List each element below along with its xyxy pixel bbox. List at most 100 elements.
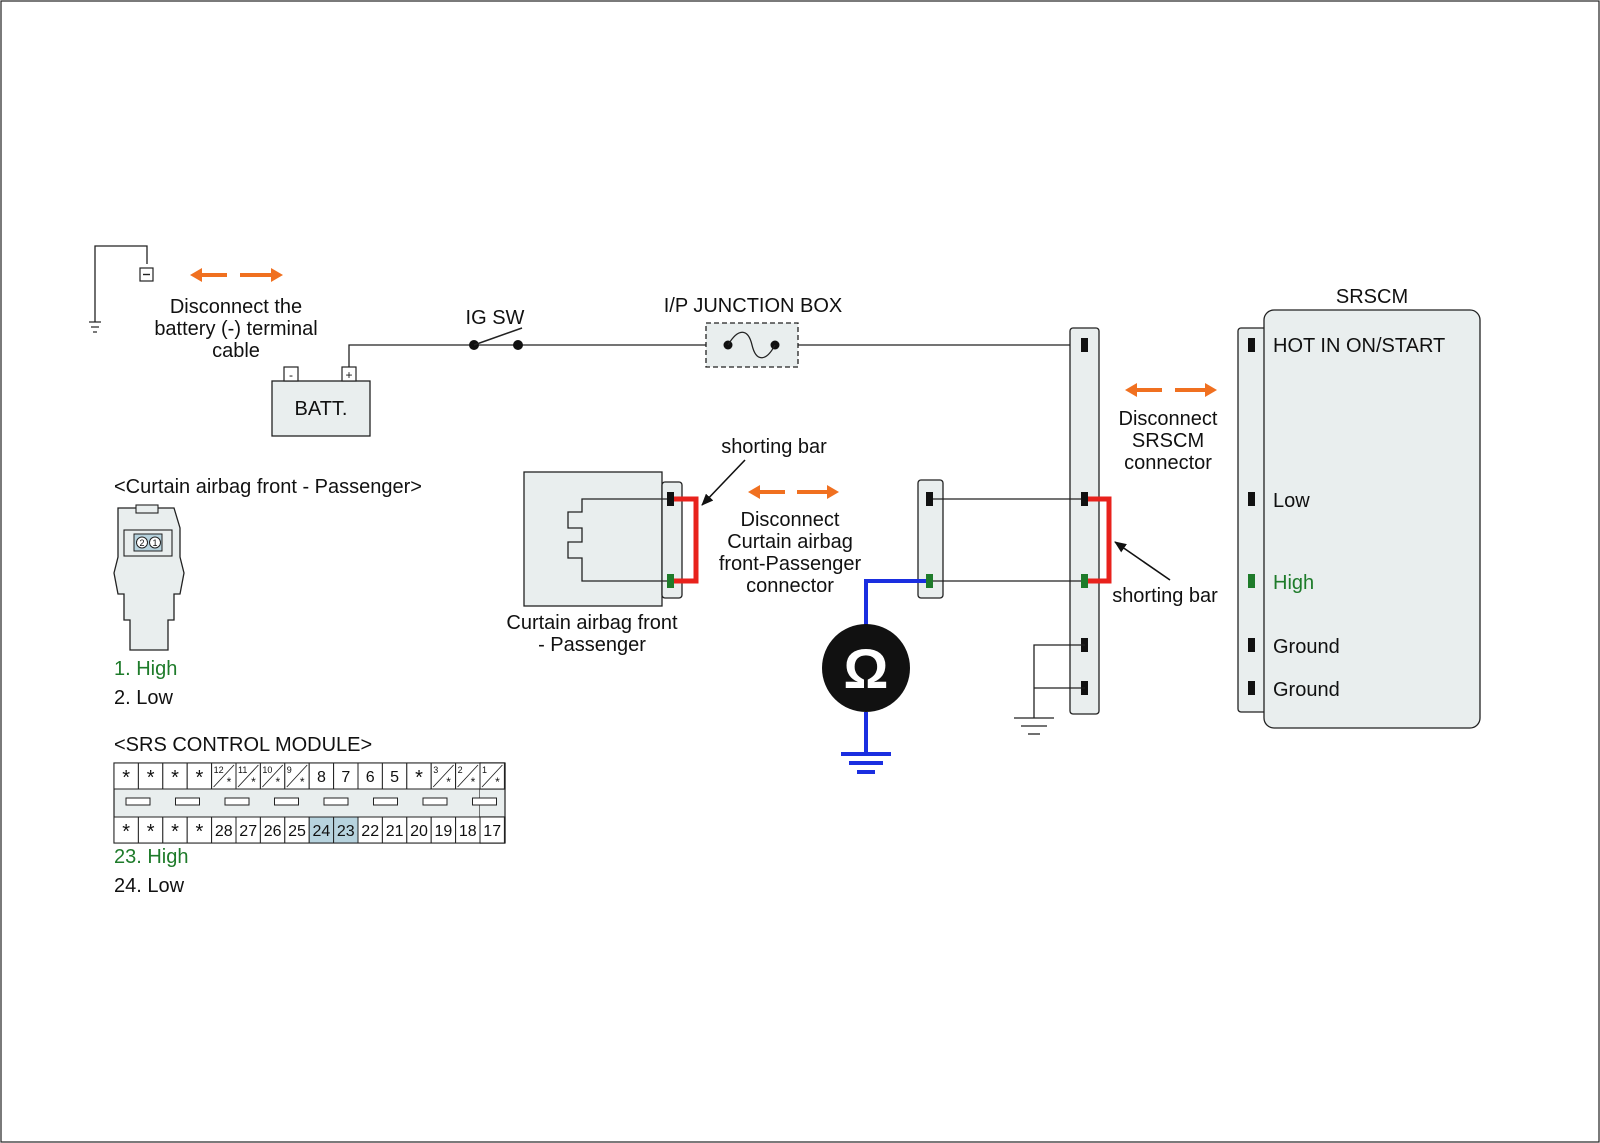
srs-connector-slot — [175, 797, 200, 806]
curtain-legend-high: 1. High — [114, 658, 177, 680]
srs-pin-number: 3 — [433, 765, 438, 775]
ohm-symbol: Ω — [844, 637, 889, 700]
shorting-bar-curtain — [674, 496, 699, 584]
harness-ground — [1014, 644, 1085, 735]
battery-label: BATT. — [295, 398, 348, 420]
srscm-pin-low: Low — [1273, 490, 1310, 512]
battery-plus-terminal: + — [345, 368, 352, 382]
srs-pin-cell — [308, 762, 335, 790]
srs-pin-number: 18 — [459, 823, 477, 840]
srs-pin-number: 21 — [386, 823, 404, 840]
srs-pin-number: 8 — [317, 769, 326, 786]
srs-pin-cell — [137, 762, 164, 790]
srs-connector-slot — [125, 797, 151, 806]
srs-pin-star: * — [171, 767, 179, 789]
srscm-pin-hot: HOT IN ON/START — [1273, 335, 1445, 357]
srs-pin-number: 2 — [458, 765, 463, 775]
srs-pin-number: 20 — [410, 823, 428, 840]
ig-switch-label: IG SW — [466, 307, 525, 329]
srs-pin-cell — [162, 816, 188, 844]
srs-pin-star: * — [122, 767, 130, 789]
srs-pin-number: 7 — [341, 769, 350, 786]
srs-pin-number: 26 — [264, 823, 282, 840]
srs-pin-divider — [457, 764, 479, 788]
battery-disconnect-arrows — [190, 268, 283, 282]
curtain-pin-2: 2 — [139, 538, 144, 548]
srs-pin-number: 5 — [390, 769, 399, 786]
srs-pin-cell — [186, 816, 213, 844]
srs-pin-star: * — [275, 775, 280, 789]
srs-pin-cell — [333, 816, 359, 844]
meter-lead — [864, 579, 926, 628]
srs-pin-star: * — [147, 767, 155, 789]
srs-pin-star: * — [171, 821, 179, 843]
curtain-airbag-unit — [523, 471, 683, 607]
srs-pin-number: 25 — [288, 823, 306, 840]
curtain-connector-title: <Curtain airbag front - Passenger> — [114, 476, 422, 498]
srs-pin-star: * — [251, 775, 256, 789]
srs-pin-number: 23 — [337, 823, 355, 840]
srs-pin-number: 28 — [215, 823, 233, 840]
srs-pin-cell — [333, 762, 359, 790]
srs-pin-cell — [162, 762, 188, 790]
srs-legend-high: 23. High — [114, 846, 189, 868]
shorting-bar-top-pointer — [701, 459, 746, 506]
test-connector — [917, 479, 944, 599]
srs-connector-slot — [274, 797, 299, 806]
shorting-bar-top-label: shorting bar — [721, 436, 827, 458]
srs-pin-star: * — [196, 767, 204, 789]
srs-pin-star: * — [300, 775, 305, 789]
srs-pin-number: 12 — [214, 765, 224, 775]
battery-negative-terminal — [89, 245, 154, 333]
srs-pin-number: 17 — [483, 823, 501, 840]
srs-pin-star: * — [147, 821, 155, 843]
srs-pin-star: * — [471, 775, 476, 789]
srs-pin-cell — [113, 816, 139, 844]
srs-connector-slot — [472, 797, 497, 806]
srscm-disconnect-arrows — [1125, 383, 1217, 397]
srs-pin-cell — [211, 816, 237, 844]
srs-pin-divider — [262, 764, 284, 788]
srs-pin-cell — [284, 816, 310, 844]
srs-legend-low: 24. Low — [114, 875, 185, 897]
power-wire — [348, 344, 1085, 367]
srs-pin-star: * — [122, 821, 130, 843]
srs-pin-cell — [406, 816, 432, 844]
srscm-pin-high: High — [1273, 572, 1314, 594]
curtain-disconnect-arrows — [748, 485, 839, 499]
srs-pin-number: 24 — [313, 823, 331, 840]
shorting-bar-right-label: shorting bar — [1112, 585, 1218, 607]
srscm-title: SRSCM — [1336, 286, 1408, 308]
srs-pin-number: 19 — [435, 823, 453, 840]
srs-pin-star: * — [196, 821, 204, 843]
battery-minus-terminal: - — [289, 368, 293, 382]
battery: - + BATT. — [271, 366, 371, 437]
curtain-connector-face: 2 1 — [113, 504, 185, 651]
srs-pin-star: * — [446, 775, 451, 789]
srs-pin-cell — [455, 816, 481, 844]
srs-connector-slot — [422, 797, 448, 806]
srs-pin-number: 22 — [361, 823, 379, 840]
srs-pin-star: * — [495, 775, 500, 789]
srs-pin-divider — [432, 764, 454, 788]
shorting-bar-srscm — [1088, 496, 1112, 584]
srs-connector-slot — [224, 797, 250, 806]
ip-junction-box — [705, 322, 799, 368]
srs-pin-number: 1 — [482, 765, 487, 775]
srscm-pin-ground-2: Ground — [1273, 679, 1340, 701]
srs-pin-star: * — [415, 767, 423, 789]
srs-pin-divider — [237, 764, 259, 788]
srs-pin-star: * — [227, 775, 232, 789]
srs-connector-title: <SRS CONTROL MODULE> — [114, 734, 372, 756]
srs-pin-divider — [481, 764, 503, 788]
srscm-pin-ground-1: Ground — [1273, 636, 1340, 658]
srs-pin-cell — [479, 816, 505, 844]
srs-connector-slot — [323, 797, 349, 806]
srscm-harness-connector — [1069, 327, 1100, 715]
srs-pin-number: 10 — [262, 765, 272, 775]
